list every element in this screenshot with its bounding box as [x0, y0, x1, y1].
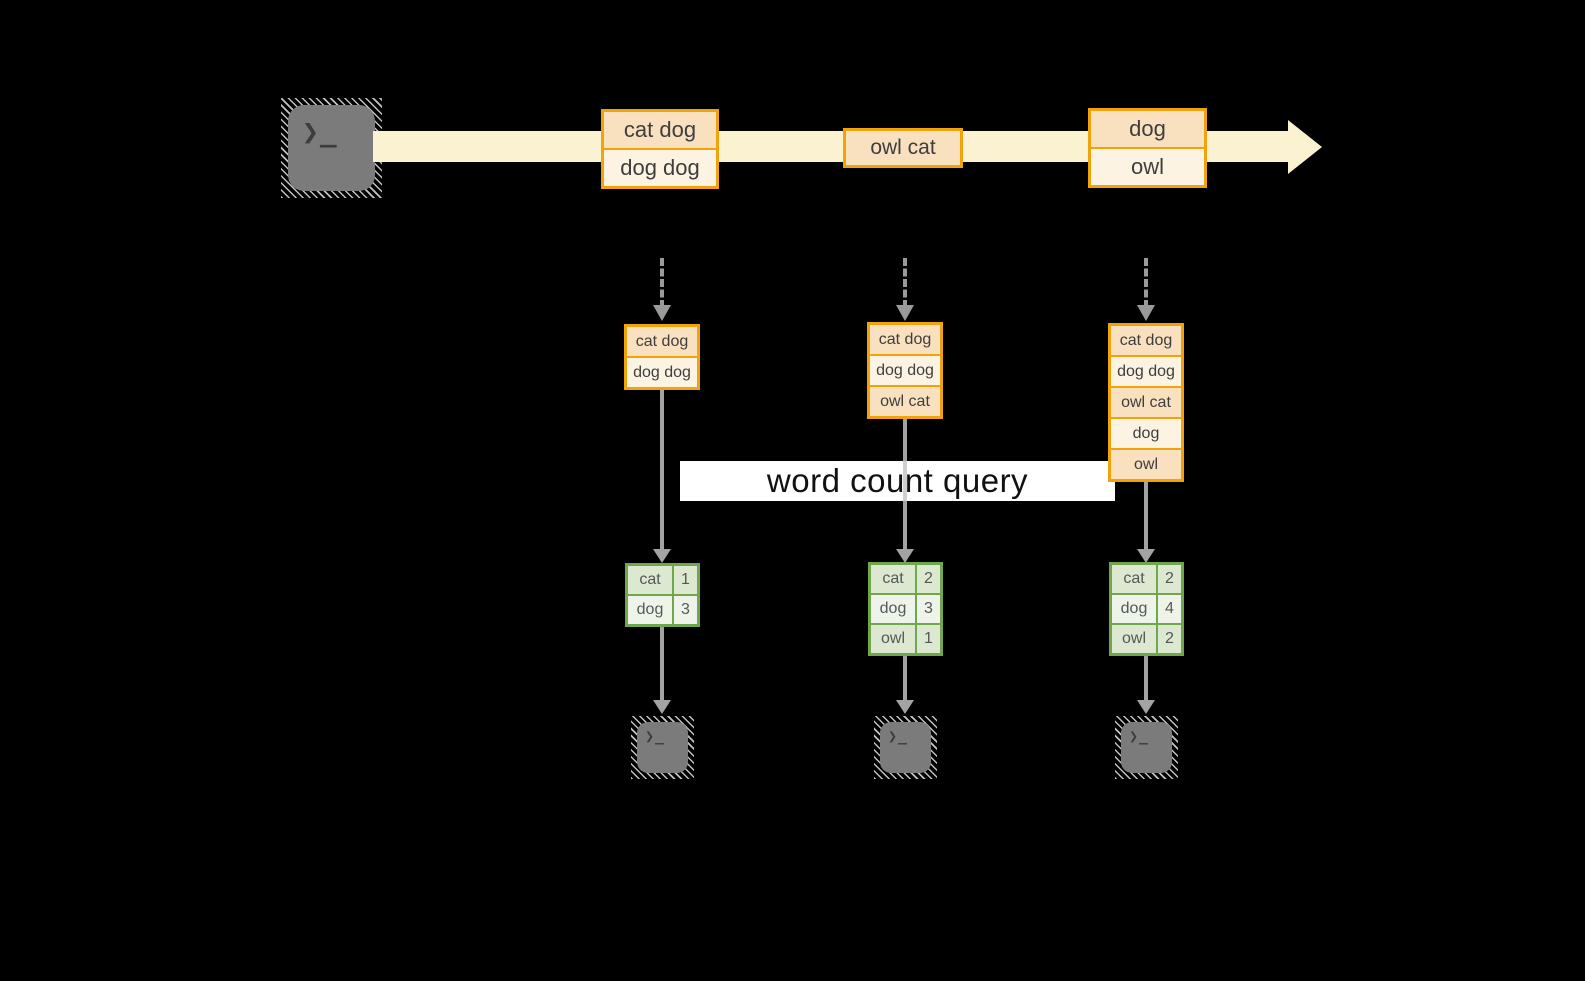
stream-batch-2: owl cat [843, 128, 963, 168]
count-cell: 3 [674, 596, 697, 624]
terminal-prompt-glyph: ❯_ [1129, 727, 1150, 745]
count-cell: 2 [1158, 625, 1181, 653]
word-cell: owl [871, 625, 915, 653]
record: owl [1091, 149, 1204, 185]
micro-batch-3: cat dog dog dog owl cat dog owl [1108, 323, 1184, 482]
terminal-prompt-glyph: ❯_ [888, 727, 909, 745]
connector-batch-to-result-1 [660, 390, 664, 549]
record: owl cat [846, 131, 960, 165]
result-table-3: cat 2 dog 4 owl 2 [1109, 562, 1184, 656]
record: dog dog [627, 358, 697, 387]
dashed-arrow-2 [903, 258, 907, 308]
connector-batch-to-result-3 [1144, 482, 1148, 549]
count-cell: 3 [917, 595, 940, 623]
terminal-icon: ❯_ [637, 722, 688, 773]
result-table-1: cat 1 dog 3 [625, 563, 700, 627]
dashed-arrow-1 [660, 258, 664, 308]
word-cell: cat [871, 565, 915, 593]
count-cell: 1 [917, 625, 940, 653]
stream-arrowhead-icon [1288, 120, 1322, 174]
arrowhead-icon [896, 700, 914, 714]
arrowhead-icon [653, 549, 671, 563]
record: dog dog [604, 150, 716, 186]
record: owl cat [870, 387, 940, 416]
query-banner: word count query [680, 461, 1115, 501]
terminal-icon: ❯_ [288, 105, 375, 191]
connector-result-to-sink-3 [1144, 656, 1148, 700]
arrowhead-icon [896, 549, 914, 563]
dashed-arrowhead-icon [1137, 305, 1155, 321]
count-cell: 2 [1158, 565, 1181, 593]
count-cell: 1 [674, 566, 697, 594]
sink-terminal-icon-2: ❯_ [874, 716, 937, 779]
micro-batch-2: cat dog dog dog owl cat [867, 322, 943, 419]
record: owl cat [1111, 388, 1181, 417]
arrowhead-icon [1137, 549, 1155, 563]
record: owl [1111, 450, 1181, 479]
dashed-arrow-3 [1144, 258, 1148, 308]
record: dog dog [1111, 357, 1181, 386]
record: dog [1091, 111, 1204, 147]
connector-through-banner [903, 461, 907, 501]
stream-batch-3: dog owl [1088, 108, 1207, 188]
terminal-prompt-glyph: ❯_ [302, 115, 338, 148]
terminal-icon: ❯_ [1121, 722, 1172, 773]
dashed-arrowhead-icon [653, 305, 671, 321]
stream-batch-1: cat dog dog dog [601, 109, 719, 189]
count-cell: 4 [1158, 595, 1181, 623]
sink-terminal-icon-3: ❯_ [1115, 716, 1178, 779]
word-cell: dog [1112, 595, 1156, 623]
word-cell: dog [628, 596, 672, 624]
query-label: word count query [766, 462, 1029, 499]
connector-result-to-sink-2 [903, 656, 907, 700]
sink-terminal-icon-1: ❯_ [631, 716, 694, 779]
record: dog dog [870, 356, 940, 385]
word-cell: cat [628, 566, 672, 594]
word-cell: dog [871, 595, 915, 623]
micro-batch-1: cat dog dog dog [624, 324, 700, 390]
record: dog [1111, 419, 1181, 448]
arrowhead-icon [1137, 700, 1155, 714]
record: cat dog [627, 327, 697, 356]
connector-result-to-sink-1 [660, 627, 664, 700]
word-cell: cat [1112, 565, 1156, 593]
arrowhead-icon [653, 700, 671, 714]
source-terminal-icon: ❯_ [281, 98, 382, 198]
dashed-arrowhead-icon [896, 305, 914, 321]
record: cat dog [870, 325, 940, 354]
result-table-2: cat 2 dog 3 owl 1 [868, 562, 943, 656]
terminal-prompt-glyph: ❯_ [645, 727, 666, 745]
word-cell: owl [1112, 625, 1156, 653]
record: cat dog [1111, 326, 1181, 355]
count-cell: 2 [917, 565, 940, 593]
record: cat dog [604, 112, 716, 148]
terminal-icon: ❯_ [880, 722, 931, 773]
